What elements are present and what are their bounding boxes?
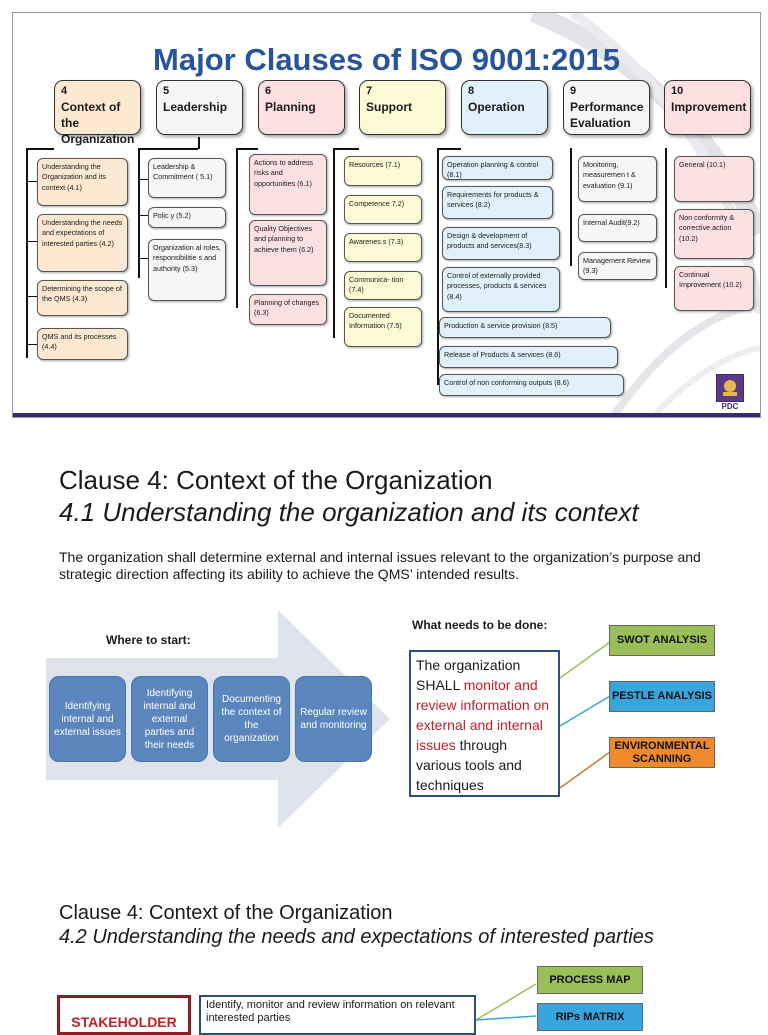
clause-item: Internal Audit(9.2) (578, 214, 657, 242)
connector-line (26, 344, 38, 345)
clause-number: 4 (61, 85, 68, 97)
clause-label: Performance Evaluation (570, 99, 644, 131)
connector-line (138, 179, 148, 180)
clause-item: Polic y (5.2) (148, 207, 226, 228)
connector-line (437, 148, 439, 385)
clause-7-header: 7 Support (359, 80, 446, 135)
logo-text: PDC (721, 402, 739, 411)
clause-label: Planning (265, 99, 316, 114)
clause-item: General (10.1) (674, 156, 754, 202)
connector-line (138, 215, 148, 216)
clause-item: Awarenes s (7.3) (344, 233, 422, 262)
stakeholder-box: STAKEHOLDER (57, 995, 191, 1035)
clause-label: Context of the Organization (61, 99, 135, 147)
what-needs-label: What needs to be done: (412, 618, 548, 632)
shall-statement-box: The organization SHALL monitor and revie… (409, 650, 560, 797)
environmental-scanning-tag: ENVIRONMENTAL SCANNING (609, 737, 715, 768)
clause-item: Monitoring, measuremen t & evaluation (9… (578, 156, 657, 202)
slide-bottom-strip (13, 413, 760, 417)
clause-item: Quality Objectives and planning to achie… (249, 220, 327, 286)
clause-item: Understanding the Organization and its c… (37, 158, 128, 206)
clause-item: Actions to address risks and opportuniti… (249, 154, 327, 215)
section-subheading: 4.1 Understanding the organization and i… (59, 497, 639, 527)
pestle-analysis-tag: PESTLE ANALYSIS (609, 681, 715, 712)
clause-item: Resources (7.1) (344, 156, 422, 186)
clause-item: Control of externally provided processes… (442, 267, 560, 312)
clause-6-header: 6 Planning (258, 80, 345, 135)
clause-9-header: 9 Performance Evaluation (563, 80, 650, 135)
connector-lines (475, 983, 537, 1021)
clause-item: Non conformity & corrective action (10.2… (674, 209, 754, 259)
connector-line (138, 148, 140, 278)
connector-line (437, 148, 461, 150)
section-heading: Clause 4: Context of the Organization (59, 465, 493, 495)
connector-line (138, 258, 148, 259)
clause-number: 8 (468, 85, 475, 97)
clause-item: Requirements for products & services (8.… (442, 186, 553, 219)
clause-number: 5 (163, 85, 170, 97)
connector-line (26, 241, 38, 242)
clause-label: Support (366, 99, 412, 114)
process-step: Identifying internal and external issues (49, 676, 126, 762)
rips-matrix-tag: RIPs MATRIX (537, 1003, 643, 1031)
shall-text-highlight: monitor and review information on extern… (416, 677, 550, 753)
clause-number: 6 (265, 85, 272, 97)
clause-8-header: 8 Operation (461, 80, 548, 135)
connector-line (570, 148, 572, 266)
connector-line (665, 148, 667, 288)
connector-line (26, 148, 54, 150)
connector-line (236, 148, 238, 308)
pdc-logo-icon (716, 374, 744, 402)
clause-item: Operation planning & control (8.1) (442, 156, 553, 180)
connector-line (138, 148, 198, 150)
clause-item: Determining the scope of the QMS (4.3) (37, 280, 128, 316)
clause-5-header: 5 Leadership (156, 80, 243, 135)
section-heading: Clause 4: Context of the Organization (59, 902, 393, 924)
clause-label: Improvement (671, 99, 747, 114)
clause-item: QMS and its processes (4.4) (37, 328, 128, 360)
clause-item: Release of Products & services (8.6) (439, 346, 618, 368)
shall-text-part: The organization SHALL (416, 657, 521, 693)
swot-analysis-tag: SWOT ANALYSIS (609, 625, 715, 656)
clause-number: 7 (366, 85, 373, 97)
clause-number: 9 (570, 85, 577, 97)
clause-item: Organization al roles, responsibilitie s… (148, 239, 226, 301)
connector-arrow (198, 137, 200, 149)
clause-number: 10 (671, 85, 684, 97)
clause-4-header: 4 Context of the Organization (54, 80, 141, 146)
connector-line (333, 148, 359, 150)
slide-title: Major Clauses of ISO 9001:2015 (153, 42, 620, 77)
clause-item: Control of non conforming outputs (8.6) (439, 374, 624, 396)
section-subheading: 4.2 Understanding the needs and expectat… (59, 926, 654, 948)
shall-text-part: through various tools and techniques (416, 737, 522, 793)
clause-item: Competence 7.2) (344, 195, 422, 224)
connector-line (236, 148, 258, 150)
clause-item: Documented Information (7.5) (344, 307, 422, 347)
clause-item: Design & development of products and ser… (442, 227, 560, 260)
connector-line (26, 148, 28, 358)
clause-item: Understanding the needs and expectations… (37, 214, 128, 272)
clause-item: Management Review (9.3) (578, 252, 657, 280)
connector-line (333, 148, 335, 338)
clause-label: Operation (468, 99, 525, 114)
clause-label: Leadership (163, 99, 228, 114)
process-step: Regular review and monitoring (295, 676, 372, 762)
connector-line (26, 181, 38, 182)
process-step: Documenting the context of the organizat… (213, 676, 290, 762)
section-body-text: The organization shall determine externa… (59, 549, 701, 582)
clause-item: Communica- tion (7.4) (344, 271, 422, 300)
where-to-start-label: Where to start: (106, 633, 191, 647)
connector-lines (559, 641, 611, 789)
clause-item: Continual Improvement (10.2) (674, 266, 754, 311)
clause-item: Production & service provision (8.5) (439, 317, 611, 338)
process-map-tag: PROCESS MAP (537, 966, 643, 994)
clause-item: Planning of changes (6.3) (249, 294, 327, 325)
connector-line (26, 296, 38, 297)
identify-statement-box: Identify, monitor and review information… (199, 995, 476, 1035)
clause-10-header: 10 Improvement (664, 80, 751, 135)
clause-item: Leadership & Commitment ( 5.1) (148, 158, 226, 198)
clauses-slide: Major Clauses of ISO 9001:2015 4 Context… (12, 12, 761, 418)
process-step: Identifying internal and external partie… (131, 676, 208, 762)
